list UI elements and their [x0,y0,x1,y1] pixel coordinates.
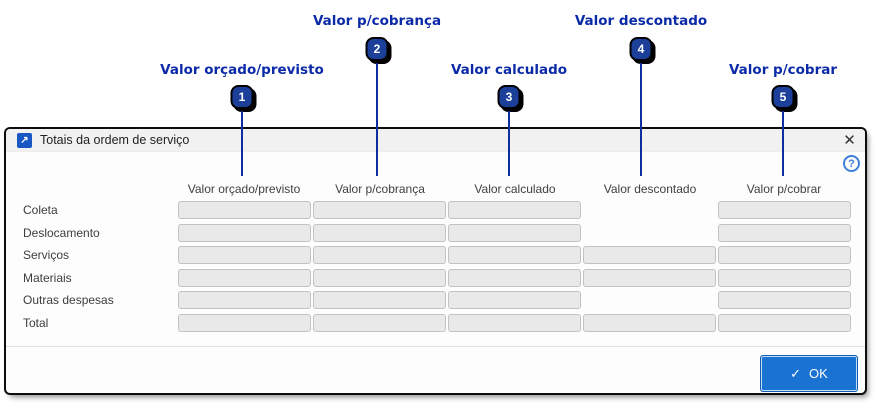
table-row-materiais: Materiais [6,269,865,287]
value-field[interactable] [448,246,581,264]
value-field[interactable] [718,269,851,287]
close-icon[interactable]: ✕ [843,132,856,149]
value-field[interactable] [313,314,446,332]
table-row-servicos: Serviços [6,246,865,264]
value-field[interactable] [313,201,446,219]
value-field[interactable] [448,269,581,287]
value-field[interactable] [178,291,311,309]
annotation-label: Valor p/cobrar [728,62,838,78]
dialog-totais-ordem-servico: ↗ Totais da ordem de serviço ✕ ? Valor o… [6,129,865,393]
value-field[interactable] [178,201,311,219]
value-field[interactable] [178,246,311,264]
column-header-valor-calculado: Valor calculado [474,182,556,196]
value-field[interactable] [313,269,446,287]
column-header-valor-cobranca: Valor p/cobrança [335,182,425,196]
value-field[interactable] [178,224,311,242]
table-row-total: Total [6,314,865,332]
value-field[interactable] [448,314,581,332]
ok-button[interactable]: ✓ OK [760,355,858,392]
column-header-valor-descontado: Valor descontado [603,182,697,196]
dialog-titlebar[interactable]: ↗ Totais da ordem de serviço ✕ [6,129,865,152]
table-row-outras-despesas: Outras despesas [6,291,865,309]
value-field[interactable] [313,224,446,242]
value-field[interactable] [718,224,851,242]
annotation-label: Valor calculado [450,62,568,78]
value-field[interactable] [313,291,446,309]
value-field[interactable] [718,291,851,309]
row-label: Total [23,316,49,330]
callout-line [508,111,510,176]
callout-line [376,63,378,176]
ok-button-label: OK [809,366,828,381]
value-field[interactable] [583,314,716,332]
annotation-label: Valor p/cobrança [312,13,442,29]
arrow-up-right-icon: ↗ [17,133,32,148]
callout-badge-1: 1 [230,85,254,109]
value-field[interactable] [178,314,311,332]
row-label: Serviços [23,248,70,262]
value-field[interactable] [448,291,581,309]
value-field[interactable] [583,269,716,287]
value-field[interactable] [718,314,851,332]
column-header-valor-cobrar: Valor p/cobrar [746,182,822,196]
value-field[interactable] [448,201,581,219]
value-field[interactable] [583,246,716,264]
dialog-title: Totais da ordem de serviço [40,133,190,147]
callout-badge-3: 3 [497,85,521,109]
row-label: Coleta [23,203,58,217]
value-field[interactable] [178,269,311,287]
annotation-label: Valor descontado [574,13,708,29]
value-field[interactable] [448,224,581,242]
table-row-coleta: Coleta [6,201,865,219]
table-row-deslocamento: Deslocamento [6,224,865,242]
row-label: Deslocamento [23,226,100,240]
callout-line [241,111,243,176]
value-field[interactable] [718,201,851,219]
callout-line [640,63,642,176]
annotation-label: Valor orçado/previsto [160,62,324,78]
callout-badge-5: 5 [771,85,795,109]
help-icon[interactable]: ? [843,155,860,172]
column-header-valor-orcado: Valor orçado/previsto [187,182,301,196]
footer-divider [6,346,865,347]
callout-line [782,111,784,176]
row-label: Outras despesas [23,293,114,307]
callout-badge-4: 4 [629,37,653,61]
value-field[interactable] [313,246,446,264]
check-icon: ✓ [790,365,802,381]
value-field[interactable] [718,246,851,264]
callout-badge-2: 2 [365,37,389,61]
row-label: Materiais [23,271,72,285]
